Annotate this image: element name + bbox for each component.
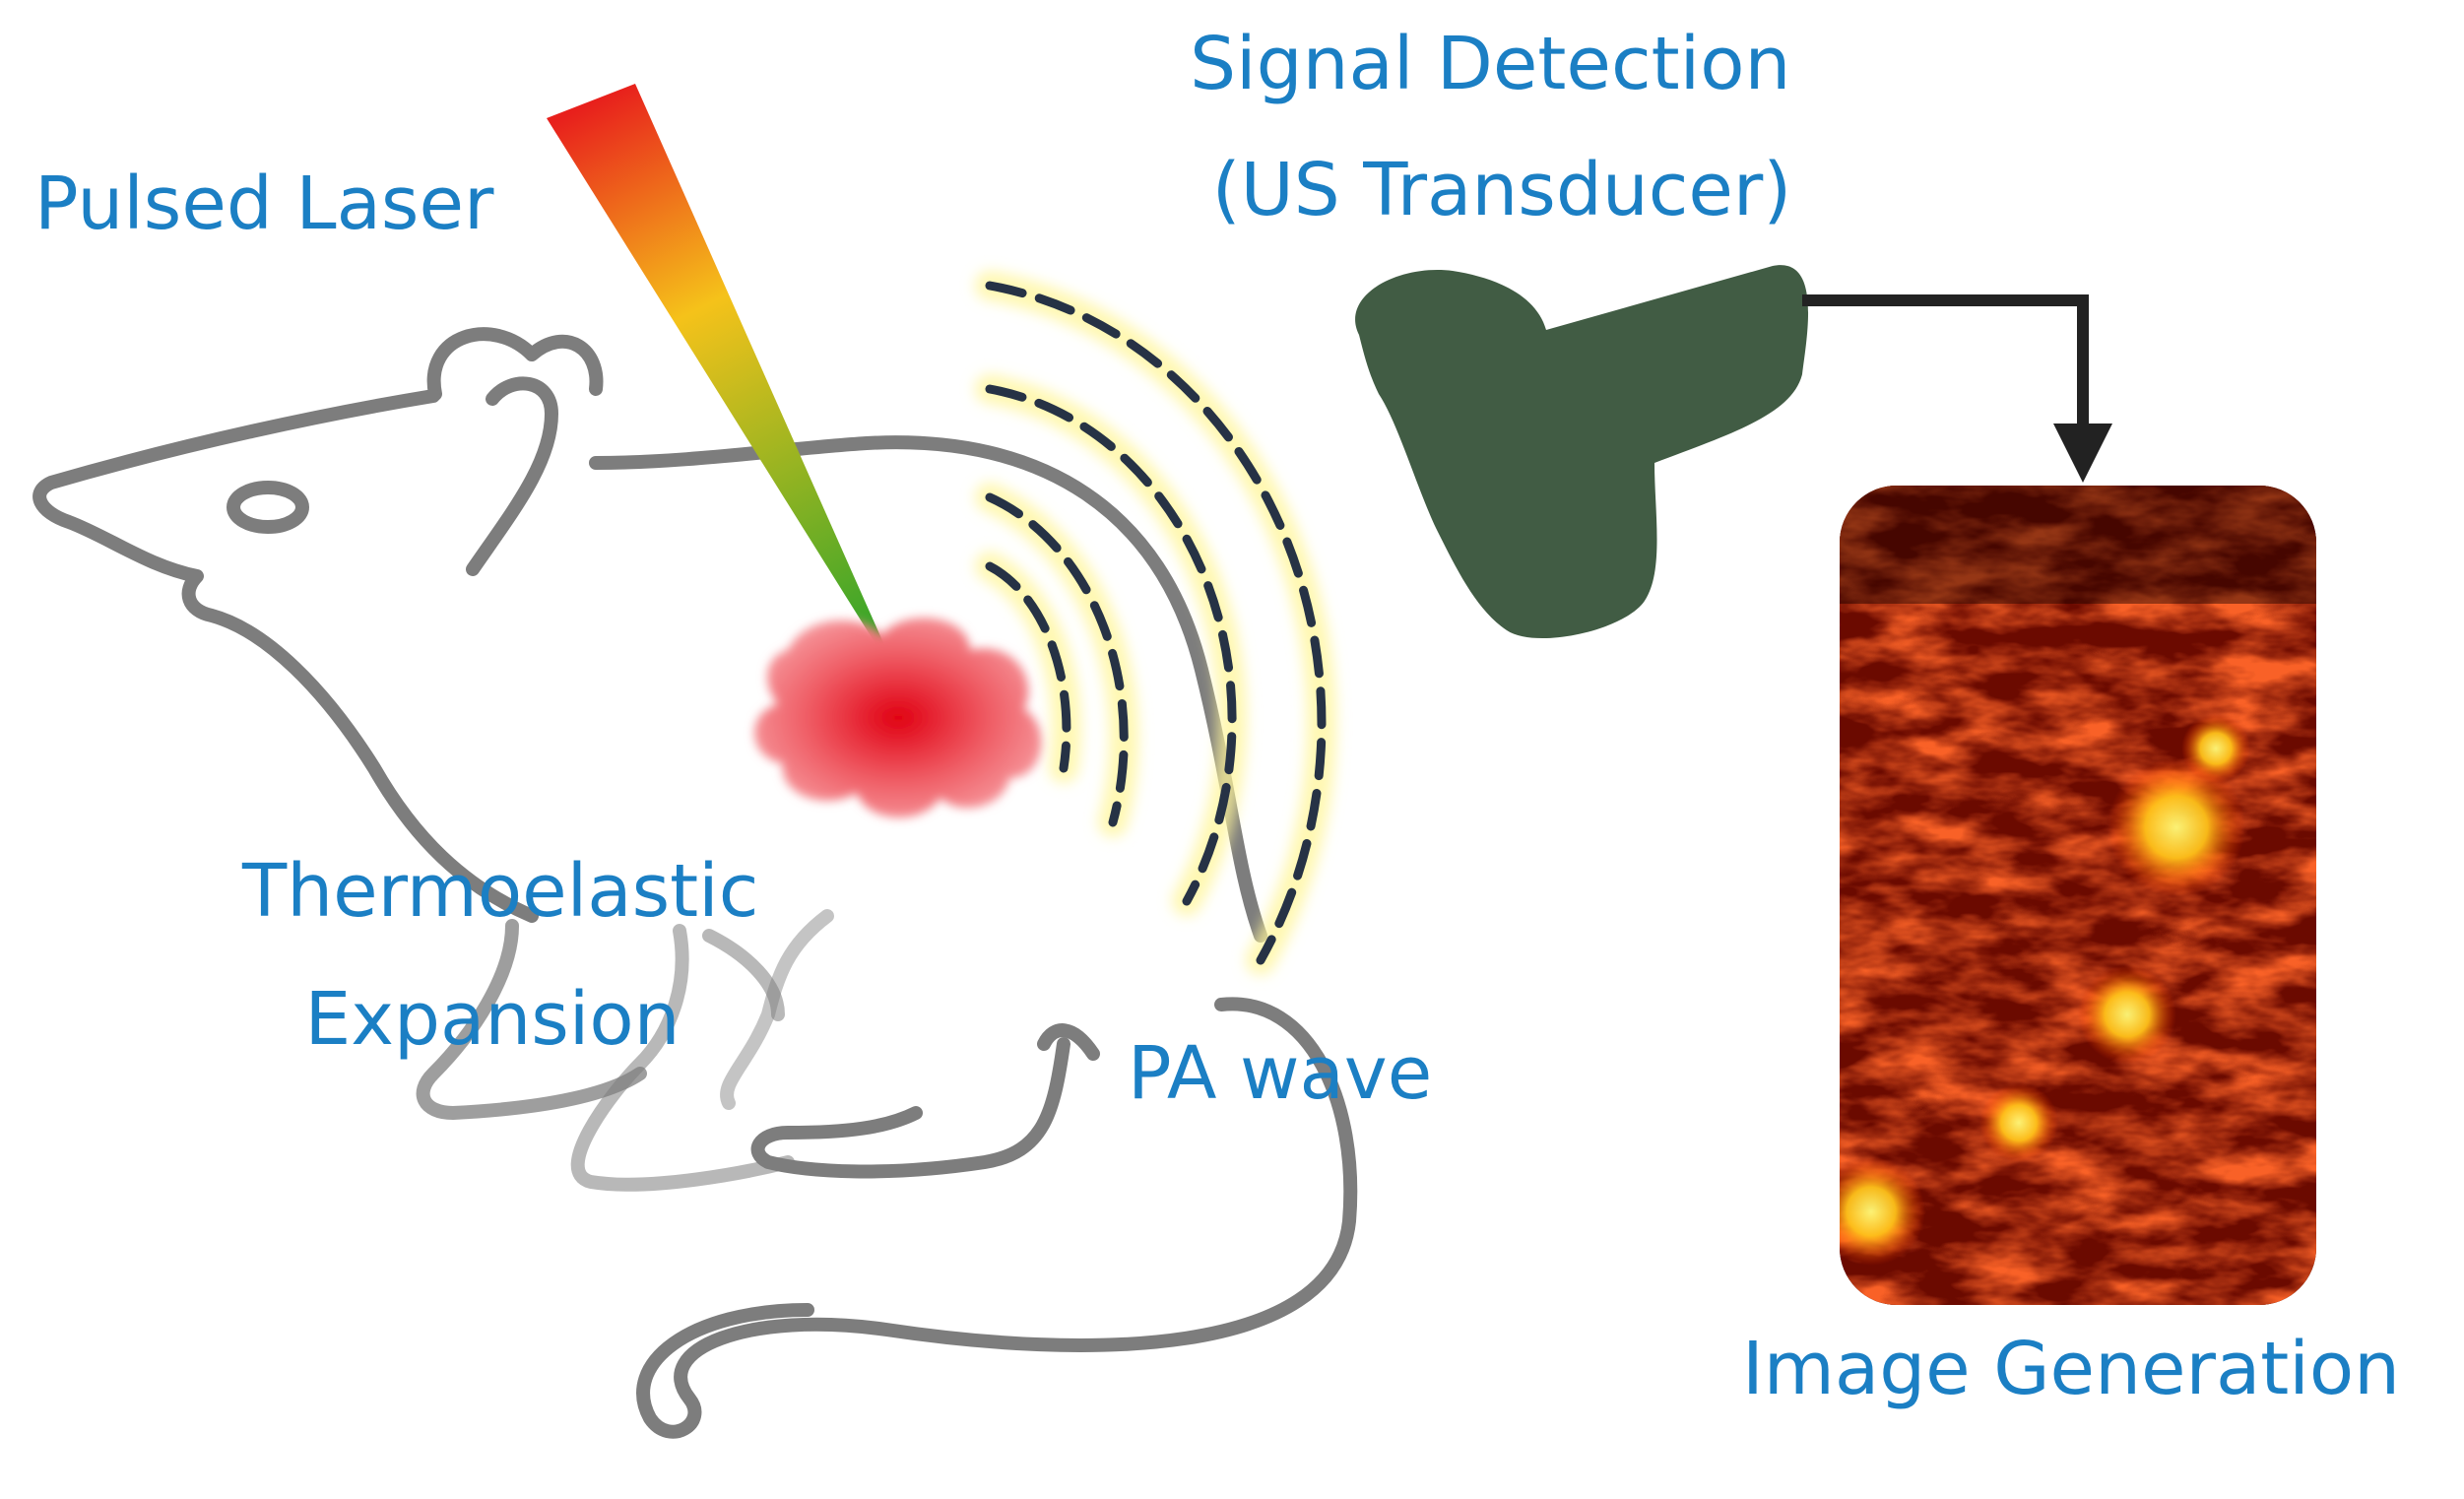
pa-wave-label: PA wave <box>1128 1031 1432 1116</box>
pulsed-laser-label: Pulsed Laser <box>34 162 494 246</box>
pa-wave-arcs <box>975 271 1336 975</box>
image-generation-label: Image Generation <box>1742 1327 2400 1411</box>
laser-beam-icon <box>547 84 904 689</box>
signal-detection-line-1: Signal Detection <box>1190 22 1790 106</box>
ultrasound-transducer-icon <box>1355 265 1809 639</box>
signal-arrow <box>1802 294 2112 483</box>
thermoelastic-line-1: Thermoelastic <box>241 849 758 934</box>
absorber-blob-icon <box>754 618 1042 818</box>
signal-detection-line-2: (US Transducer) <box>1212 148 1791 232</box>
thermoelastic-line-2: Expansion <box>304 977 680 1062</box>
photoacoustic-image-icon <box>1840 486 2316 1305</box>
thermoelastic-expansion-label: Thermoelastic Expansion <box>241 849 782 1062</box>
signal-detection-label: Signal Detection (US Transducer) <box>1190 22 1814 232</box>
